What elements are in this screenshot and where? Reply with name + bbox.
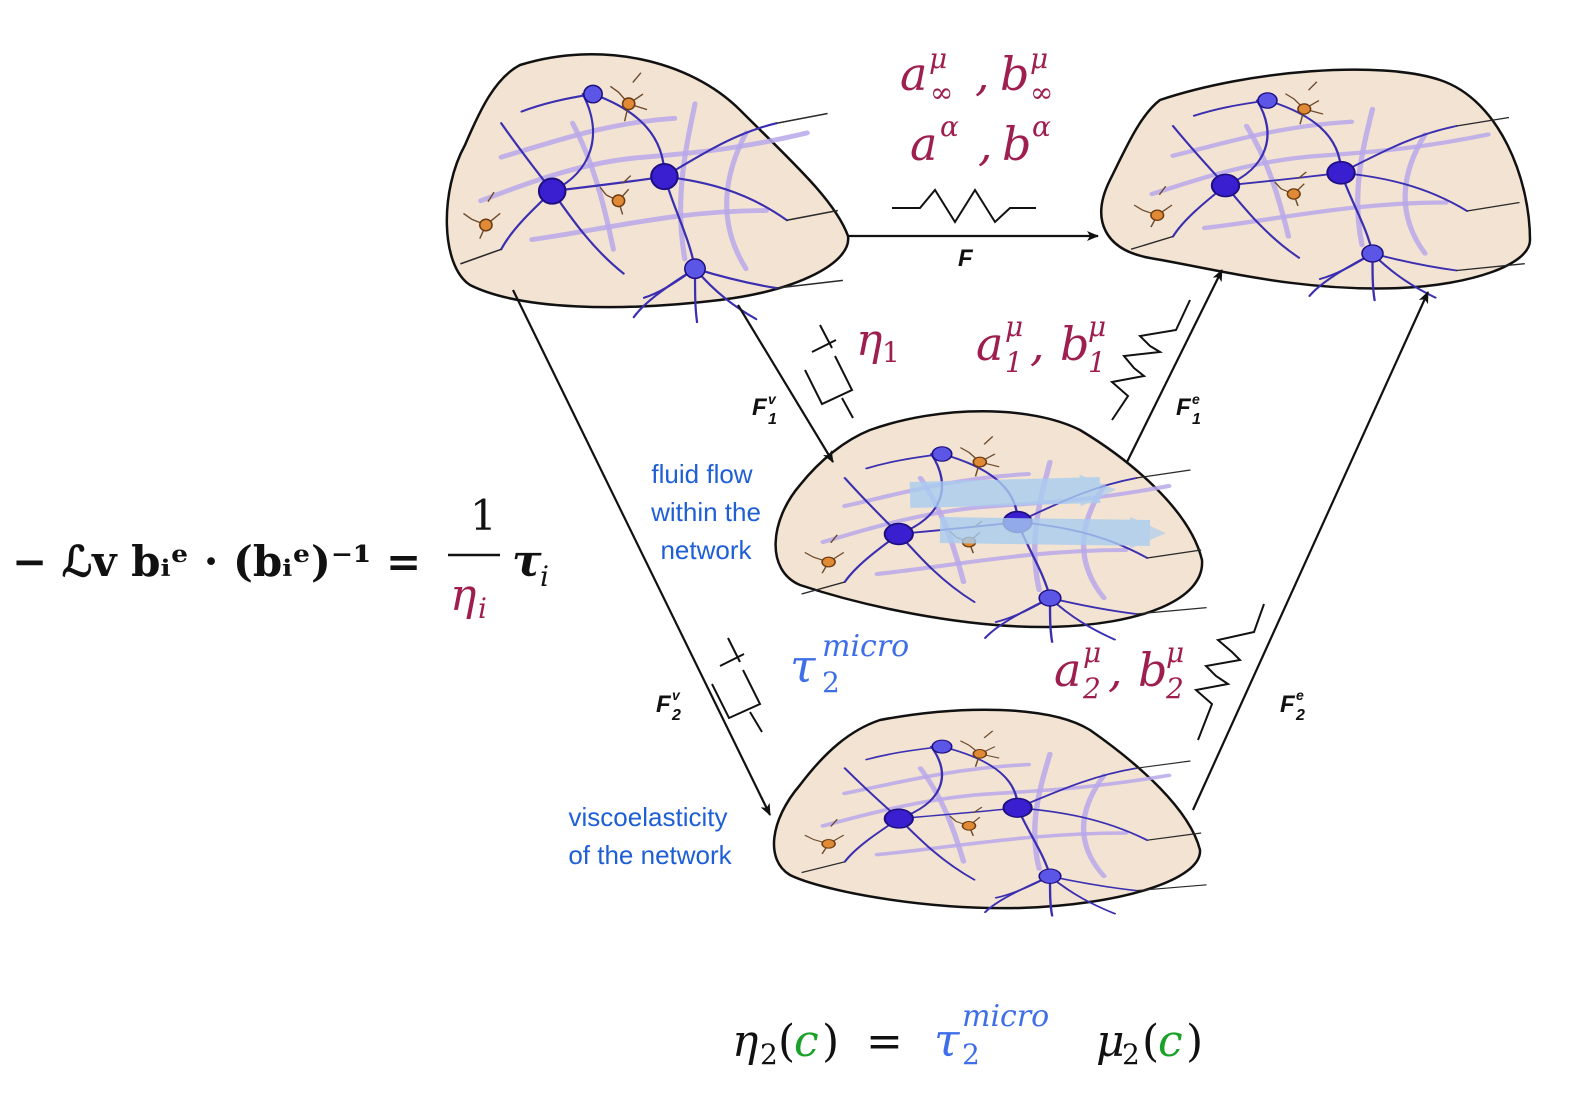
svg-text:viscoelasticity: viscoelasticity [569,802,728,832]
svg-text:1: 1 [768,411,777,428]
label-F1v: F v 1 [752,391,777,428]
svg-text:α: α [940,110,959,143]
svg-text:=: = [866,1016,903,1067]
dashpot-1 [804,324,854,419]
svg-text:α: α [1032,110,1051,143]
svg-text:∞: ∞ [930,76,953,109]
svg-text:b: b [1002,117,1031,171]
svg-text:fluid flow: fluid flow [651,459,752,489]
svg-text:,: , [978,117,993,171]
svg-text:μ: μ [1083,636,1101,669]
label-F2v: F v 2 [656,687,681,724]
svg-text:(: ( [1142,1016,1159,1067]
svg-text:v: v [768,391,777,407]
svg-text:1: 1 [1088,346,1106,379]
svg-text:c: c [1158,1016,1183,1067]
svg-text:i: i [540,560,549,593]
svg-text:η: η [856,315,882,366]
equation-viscosity: η 2 ( c ) = τ 2 micro μ 2 ( c ) [732,999,1203,1071]
arrow-F2e [1191,291,1430,811]
svg-text:F: F [1176,394,1192,421]
tissue-network-1 [774,410,1207,642]
spring-1 [1109,299,1191,421]
svg-text:τ: τ [934,1013,961,1067]
equation-evolution: − ℒv bᵢᵉ · (bᵢᵉ)⁻¹ = 1 η i τ i [12,491,549,625]
tissue-current [1100,68,1532,301]
svg-text:a: a [1054,643,1081,697]
label-F: F [958,245,974,272]
svg-text:i: i [478,592,487,625]
param-tau2-micro: τ 2 micro [790,629,909,699]
svg-text:a: a [900,47,927,101]
svg-text:b: b [1000,47,1029,101]
svg-text:− ℒv bᵢᵉ · (bᵢᵉ)⁻¹ =: − ℒv bᵢᵉ · (bᵢᵉ)⁻¹ = [12,537,421,586]
params-alpha: a α , b α [910,110,1051,171]
svg-text:F: F [958,245,974,272]
svg-text:,: , [1030,317,1045,371]
svg-text:1: 1 [1192,411,1201,428]
svg-text:network: network [660,535,752,565]
svg-text:τ: τ [512,536,542,587]
note-viscoelasticity: viscoelasticity of the network [568,802,732,870]
svg-text:F: F [1280,691,1296,718]
svg-text:2: 2 [962,1038,980,1071]
svg-text:e: e [1192,391,1200,407]
params-network-2: a μ 2 , b μ 2 [1054,636,1184,705]
tissue-network-2 [772,708,1207,916]
svg-text:micro: micro [822,629,909,664]
svg-text:v: v [672,687,681,703]
svg-text:τ: τ [790,639,817,693]
svg-text:(: ( [778,1016,795,1067]
svg-text:2: 2 [1295,707,1305,724]
svg-text:2: 2 [822,666,840,699]
svg-text:of the network: of the network [568,840,732,870]
label-F1e: F e 1 [1176,391,1201,428]
svg-text:1: 1 [470,491,497,540]
svg-text:μ: μ [1005,310,1023,343]
svg-text:): ) [1186,1016,1203,1067]
svg-text:1: 1 [882,336,900,369]
svg-text:): ) [822,1016,839,1067]
svg-text:μ: μ [929,42,947,75]
dashpot-2 [711,637,763,733]
svg-text:η: η [732,1016,758,1067]
svg-text:2: 2 [760,1038,778,1071]
arrow-F1v [737,304,834,463]
svg-text:a: a [976,317,1003,371]
svg-text:F: F [656,691,672,718]
svg-text:2: 2 [1165,672,1184,705]
spring-infinity [892,188,1036,224]
svg-text:2: 2 [671,707,681,724]
svg-text:μ: μ [1096,1016,1125,1067]
svg-text:η: η [450,570,476,621]
spring-2 [1193,603,1265,741]
arrow-F2v [512,289,771,816]
label-F2e: F e 2 [1280,687,1305,724]
param-eta1: η 1 [856,315,900,369]
note-fluid-flow: fluid flow within the network [650,459,761,565]
svg-text:c: c [794,1016,819,1067]
svg-text:μ: μ [1166,636,1184,669]
svg-text:micro: micro [962,999,1049,1034]
arrow-F1e [1126,269,1223,463]
svg-text:a: a [910,117,937,171]
svg-text:1: 1 [1005,346,1023,379]
svg-text:b: b [1060,317,1089,371]
svg-text:,: , [975,47,990,101]
svg-text:2: 2 [1122,1038,1140,1071]
svg-text:b: b [1138,643,1167,697]
tissue-reference [445,53,850,322]
svg-text:within the: within the [650,497,761,527]
svg-text:μ: μ [1030,42,1048,75]
params-network-1: a μ 1 , b μ 1 [976,310,1106,379]
svg-text:,: , [1108,643,1123,697]
svg-text:2: 2 [1082,672,1101,705]
svg-text:e: e [1296,687,1304,703]
svg-text:∞: ∞ [1030,76,1053,109]
params-infinity: a μ ∞ , b μ ∞ [900,42,1053,109]
svg-text:μ: μ [1088,310,1106,343]
svg-text:F: F [752,394,768,421]
